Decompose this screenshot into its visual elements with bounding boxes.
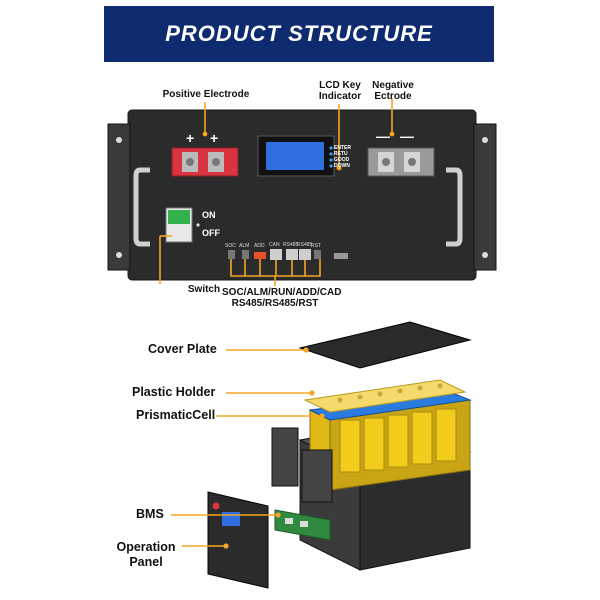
title-banner: PRODUCT STRUCTURE (104, 6, 494, 62)
rack-ear-right (473, 123, 497, 271)
cover-plate-label: Cover Plate (148, 342, 217, 356)
plastic-holder (303, 379, 467, 413)
plastic-holder-label: Plastic Holder (132, 385, 216, 399)
switch-off-text: OFF (202, 228, 220, 238)
ports-caption-line2: RS485/RS485/RST (231, 298, 319, 309)
negative-terminal (367, 147, 435, 177)
bms-label: BMS (136, 507, 164, 521)
led-down-label: DOWN (334, 163, 350, 169)
prismatic-cells (308, 391, 472, 491)
led-good-label: GOOD (334, 157, 350, 163)
switch-on-text: ON (202, 210, 216, 220)
negative-sign-1: — (376, 128, 390, 144)
positive-terminal (171, 147, 239, 177)
ports-caption-line1: SOC/ALM/RUN/ADD/CAD (222, 287, 342, 298)
lcd-screen (266, 142, 324, 170)
port-rs485-b (299, 249, 311, 260)
port-label-rs485-b: RS485 (297, 242, 313, 248)
positive-electrode-label: Positive Electrode (162, 89, 250, 100)
port-label-rst: RST (311, 243, 321, 249)
port-soc (228, 250, 235, 259)
positive-sign-2: + (210, 130, 219, 146)
led-retu-label: RETU (334, 151, 348, 157)
negative-sign-2: — (400, 128, 414, 144)
rack-ear-left (107, 123, 131, 271)
cover-plate (298, 321, 472, 369)
port-alm (242, 250, 249, 259)
switch-label: Switch (187, 284, 221, 295)
port-label-rs485-a: RS485 (283, 242, 299, 248)
port-rst (314, 250, 321, 259)
port-label-soc: SOC (225, 243, 236, 249)
port-add (254, 252, 266, 259)
led-enter-label: ENTER (334, 145, 351, 151)
port-label-can: CAN (269, 242, 280, 248)
prismatic-cell-label: PrismaticCell (136, 408, 216, 422)
handle-left (133, 167, 150, 247)
lcd-key-indicator-label: LCD Key Indicator (318, 80, 362, 102)
port-label-add: ADD (254, 243, 265, 249)
handle-right (446, 167, 463, 247)
banner-title: PRODUCT STRUCTURE (165, 21, 433, 46)
operation-panel-label: Operation Panel (116, 540, 176, 569)
port-rs485-a (286, 249, 298, 260)
negative-electrode-label: Negative Ectrode (372, 80, 414, 102)
positive-sign-1: + (186, 130, 195, 146)
port-label-alm: ALM (239, 243, 250, 249)
port-can (270, 249, 282, 260)
